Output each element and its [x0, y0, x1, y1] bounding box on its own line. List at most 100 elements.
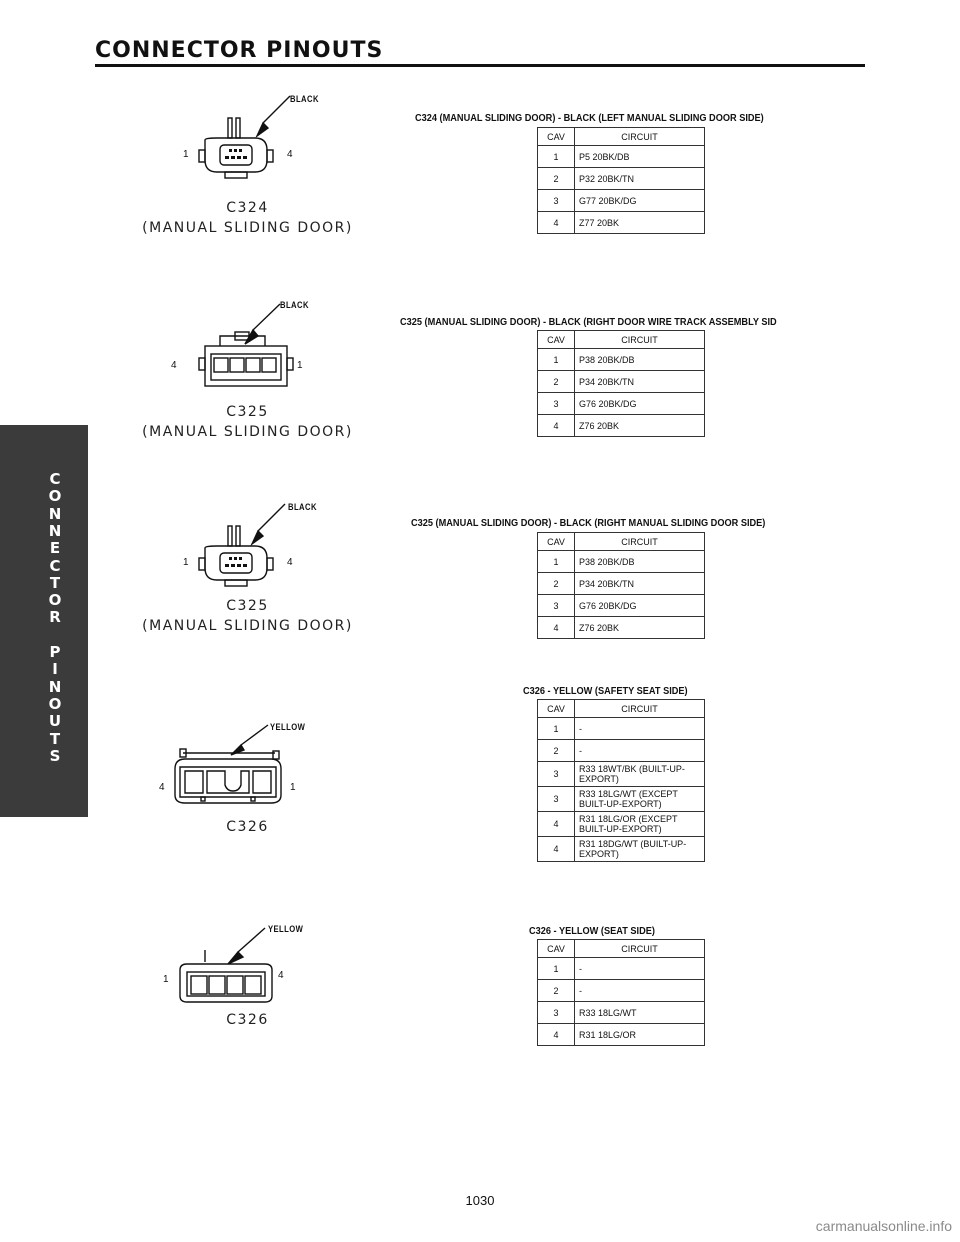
cell-circuit: - [574, 979, 705, 1002]
pin-label-left: 1 [163, 974, 169, 985]
cell-cav: 1 [537, 717, 575, 740]
connector-name: C326 [226, 819, 269, 835]
cell-cav: 4 [537, 616, 575, 639]
side-tab-letter: E [49, 539, 61, 558]
side-tab-letter: I [52, 660, 58, 679]
table-title-c325-track: C325 (MANUAL SLIDING DOOR) - BLACK (RIGH… [400, 317, 777, 328]
cell-circuit: P38 20BK/DB [574, 550, 705, 573]
pin-label-right: 4 [287, 557, 293, 568]
side-tab-letter: N [48, 521, 62, 540]
side-tab-letter: C [49, 470, 61, 488]
column-header-cav: CAV [537, 939, 575, 958]
cell-cav: 3 [537, 1001, 575, 1024]
page-number: 1030 [465, 1193, 495, 1208]
cell-circuit: R31 18LG/OR (EXCEPT BUILT-UP-EXPORT) [574, 811, 705, 837]
side-tab-letter: U [48, 712, 62, 731]
side-tab-letter: S [49, 746, 61, 765]
pin-label-right: 4 [287, 149, 293, 160]
connector-c326-safety-drawing [174, 724, 282, 804]
connector-name: C326 [226, 1012, 269, 1028]
cell-cav: 2 [537, 979, 575, 1002]
cell-circuit: Z76 20BK [574, 414, 705, 437]
cell-cav: 2 [537, 572, 575, 595]
cell-cav: 3 [537, 392, 575, 415]
connector-color-label: BLACK [290, 94, 319, 104]
connector-color-label: BLACK [288, 502, 317, 512]
cell-cav: 3 [537, 786, 575, 812]
column-header-circuit: CIRCUIT [574, 127, 705, 146]
cell-cav: 2 [537, 370, 575, 393]
side-tab-letter: T [49, 573, 61, 592]
pin-label-left: 4 [171, 360, 177, 371]
cell-cav: 4 [537, 811, 575, 837]
connector-color-label: YELLOW [270, 722, 306, 732]
side-tab-letter: O [48, 694, 62, 713]
cell-circuit: - [574, 717, 705, 740]
table-row: 1- [537, 717, 705, 740]
table-title-c325-door: C325 (MANUAL SLIDING DOOR) - BLACK (RIGH… [411, 518, 766, 529]
connector-location: (MANUAL SLIDING DOOR) [142, 220, 353, 236]
cell-cav: 1 [537, 957, 575, 980]
cell-cav: 3 [537, 761, 575, 787]
cell-cav: 1 [537, 145, 575, 168]
column-header-cav: CAV [537, 127, 575, 146]
cell-circuit: P38 20BK/DB [574, 348, 705, 371]
cell-circuit: R33 18WT/BK (BUILT-UP-EXPORT) [574, 761, 705, 787]
table-row: 1- [537, 957, 705, 980]
column-header-cav: CAV [537, 532, 575, 551]
cell-cav: 4 [537, 414, 575, 437]
connector-location: (MANUAL SLIDING DOOR) [142, 618, 353, 634]
cell-circuit: G76 20BK/DG [574, 392, 705, 415]
connector-name: C325 [226, 598, 269, 614]
column-header-circuit: CIRCUIT [574, 699, 705, 718]
cell-circuit: P34 20BK/TN [574, 572, 705, 595]
connector-color-label: YELLOW [268, 924, 304, 934]
cell-circuit: Z76 20BK [574, 616, 705, 639]
column-header-circuit: CIRCUIT [574, 939, 705, 958]
side-tab-letter: R [49, 608, 61, 627]
connector-c326-safety-diagram: YELLOW 4 1 C326 [125, 715, 370, 837]
column-header-cav: CAV [537, 330, 575, 349]
cell-circuit: Z77 20BK [574, 211, 705, 234]
connector-c325-track-diagram: BLACK 4 1 C325 (MANUAL SLIDING DOOR) [125, 292, 370, 442]
pin-label-left: 1 [183, 149, 189, 160]
side-tab-letter: O [48, 487, 62, 506]
section-side-tab [0, 425, 88, 817]
pin-label-right: 4 [278, 970, 284, 981]
cell-circuit: G77 20BK/DG [574, 189, 705, 212]
table-title-c324: C324 (MANUAL SLIDING DOOR) - BLACK (LEFT… [415, 113, 764, 124]
cell-circuit: P5 20BK/DB [574, 145, 705, 168]
cell-cav: 4 [537, 211, 575, 234]
column-header-circuit: CIRCUIT [574, 532, 705, 551]
page-title: CONNECTOR PINOUTS [95, 38, 384, 63]
cell-cav: 2 [537, 739, 575, 762]
cell-cav: 2 [537, 167, 575, 190]
connector-color-label: BLACK [280, 300, 309, 310]
connector-c325-drawing [198, 303, 294, 387]
side-tab-letter: N [48, 677, 62, 696]
cell-circuit: P34 20BK/TN [574, 370, 705, 393]
watermark: carmanualsonline.info [815, 1218, 952, 1234]
cell-circuit: R33 18LG/WT (EXCEPT BUILT-UP-EXPORT) [574, 786, 705, 812]
pin-label-right: 1 [297, 360, 303, 371]
pin-label-left: 1 [183, 557, 189, 568]
pin-label-right: 1 [290, 782, 296, 793]
